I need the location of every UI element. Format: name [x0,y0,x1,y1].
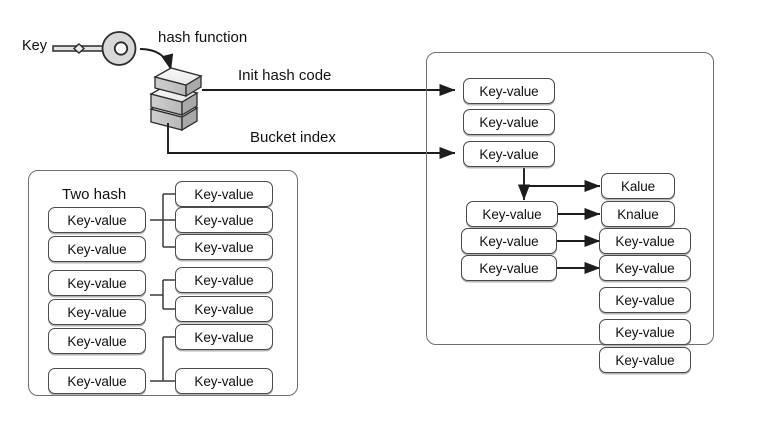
two-hash-left-item[interactable]: Key-value [48,236,146,262]
chain-item[interactable]: Key-value [466,201,558,227]
two-hash-left-item[interactable]: Key-value [48,270,146,296]
value-item[interactable]: Key-value [599,319,691,345]
key-icon [52,31,137,66]
two-hash-right-item[interactable]: Key-value [175,296,273,322]
key-label: Key [22,38,47,54]
two-hash-right-item[interactable]: Key-value [175,267,273,293]
two-hash-right-item[interactable]: Key-value [175,234,273,260]
value-item[interactable]: Knalue [601,201,675,227]
bucket-panel [426,52,714,345]
bucket-index-arrow [167,123,456,160]
bucket-item[interactable]: Key-value [463,78,555,104]
curved-arrow-icon [139,48,174,71]
two-hash-left-item[interactable]: Key-value [48,207,146,233]
value-item[interactable]: Key-value [599,347,691,373]
init-hash-code-label: Init hash code [238,67,332,84]
two-hash-bracket-connectors [150,193,175,382]
bucket-item[interactable]: Key-value [463,109,555,135]
value-item[interactable]: Kalue [601,173,675,199]
bucket-item[interactable]: Key-value [463,141,555,167]
two-hash-right-item[interactable]: Key-value [175,324,273,350]
value-item[interactable]: Key-value [599,228,691,254]
bucket-chain-connectors [517,168,601,275]
hash-function-stack-icon [149,67,203,132]
two-hash-left-item[interactable]: Key-value [48,299,146,325]
two-hash-left-item[interactable]: Key-value [48,368,146,394]
two-hash-right-item[interactable]: Key-value [175,181,273,207]
chain-item[interactable]: Key-value [461,228,557,254]
bucket-index-label: Bucket index [250,129,336,146]
hash-function-label: hash function [158,29,248,46]
value-item[interactable]: Key-value [599,255,691,281]
chain-item[interactable]: Key-value [461,255,557,281]
two-hash-panel [28,170,298,396]
value-item[interactable]: Key-value [599,287,691,313]
two-hash-right-item[interactable]: Key-value [175,368,273,394]
two-hash-heading: Two hash [62,186,127,203]
two-hash-right-item[interactable]: Key-value [175,207,273,233]
two-hash-left-item[interactable]: Key-value [48,328,146,354]
